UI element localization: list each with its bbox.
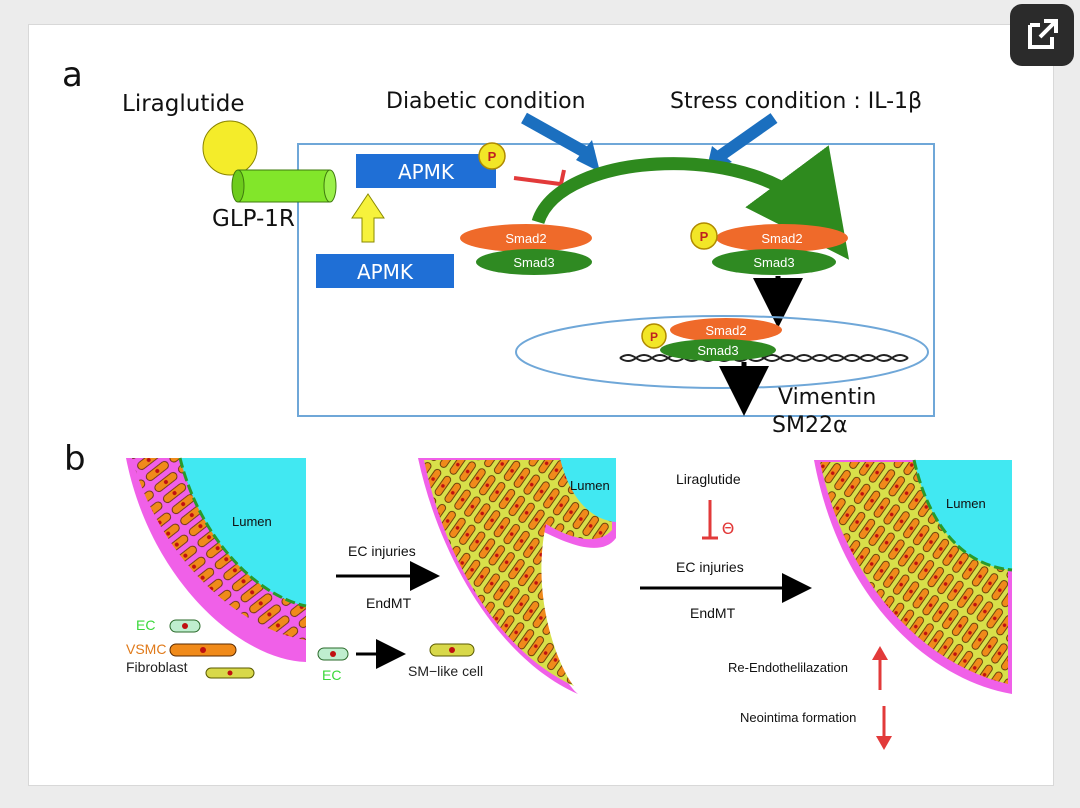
inhibition-symbol: Θ bbox=[702, 500, 735, 540]
vessel-treated bbox=[814, 459, 1013, 694]
vessel-normal bbox=[126, 457, 307, 662]
phospho-label: P bbox=[650, 330, 658, 344]
re-endothelialization-label: Re-Endothelilazation bbox=[728, 660, 848, 675]
activation-curve-arrow bbox=[531, 145, 850, 260]
glp1r-receptor bbox=[231, 169, 337, 203]
up-arrow-icon bbox=[872, 646, 888, 690]
sm-like-cell-label: SM−like cell bbox=[408, 663, 483, 679]
yellow-up-arrow bbox=[351, 193, 385, 243]
panel-b-label: b bbox=[64, 439, 86, 479]
legend-ec-label: EC bbox=[136, 617, 155, 633]
liraglutide-ball bbox=[202, 120, 258, 176]
diabetic-arrow bbox=[521, 112, 600, 172]
lumen-label-2: Lumen bbox=[570, 478, 610, 493]
legend: EC VSMC Fibroblast bbox=[126, 617, 255, 679]
smad2-right-label: Smad2 bbox=[761, 231, 802, 246]
down-arrow-icon bbox=[876, 706, 892, 750]
phospho-icon bbox=[641, 323, 667, 349]
lumen-label: Lumen bbox=[232, 514, 272, 529]
smad-complex-left: Smad2 Smad3 bbox=[460, 224, 592, 275]
vessel-injured bbox=[418, 458, 616, 694]
smad3-right-label: Smad3 bbox=[753, 255, 794, 270]
legend-vsmc-label: VSMC bbox=[126, 641, 166, 657]
ec-injuries-label-2: EC injuries bbox=[676, 559, 744, 575]
smad2-left-label: Smad2 bbox=[505, 231, 546, 246]
phospho-icon bbox=[690, 222, 718, 250]
sm22-label: SM22α bbox=[772, 413, 847, 438]
inhibit-icon: Θ bbox=[722, 519, 735, 538]
phospho-label: P bbox=[488, 149, 497, 164]
phospho-icon bbox=[478, 142, 506, 170]
ec-to-sm-transition bbox=[317, 639, 475, 669]
phospho-label: P bbox=[700, 229, 709, 244]
smad3-nucleus-label: Smad3 bbox=[697, 343, 738, 358]
dna-strand-2 bbox=[619, 354, 909, 362]
ec-injuries-label-1: EC injuries bbox=[348, 543, 416, 559]
external-link-icon bbox=[1028, 19, 1058, 49]
liraglutide-label: Liraglutide bbox=[122, 91, 244, 117]
stress-condition-label: Stress condition : IL-1β bbox=[670, 89, 922, 114]
neointima-label: Neointima formation bbox=[740, 710, 856, 725]
ampk-bottom-label: APMK bbox=[357, 260, 414, 284]
external-link-button[interactable] bbox=[1010, 4, 1074, 66]
endmt-label-1: EndMT bbox=[366, 595, 412, 611]
cell-boundary bbox=[297, 143, 935, 417]
vimentin-label: Vimentin bbox=[778, 385, 876, 410]
endmt-label-2: EndMT bbox=[690, 605, 736, 621]
ampk-box-top bbox=[356, 154, 496, 188]
glp1r-label: GLP-1R bbox=[212, 206, 295, 232]
liraglutide-b-label: Liraglutide bbox=[676, 471, 741, 487]
lumen-label-3: Lumen bbox=[946, 496, 986, 511]
smad2-nucleus-label: Smad2 bbox=[705, 323, 746, 338]
ampk-top-label: APMK bbox=[398, 160, 455, 184]
diabetic-condition-label: Diabetic condition bbox=[386, 89, 586, 114]
ec-small-label: EC bbox=[322, 667, 341, 683]
ampk-box-bottom bbox=[316, 254, 454, 288]
smad3-left-label: Smad3 bbox=[513, 255, 554, 270]
legend-fibroblast-label: Fibroblast bbox=[126, 659, 188, 675]
smad-complex-nucleus: Smad2 Smad3 P bbox=[641, 318, 782, 361]
panel-a-label: a bbox=[62, 55, 83, 95]
smad-complex-right: Smad2 Smad3 P bbox=[690, 222, 848, 275]
